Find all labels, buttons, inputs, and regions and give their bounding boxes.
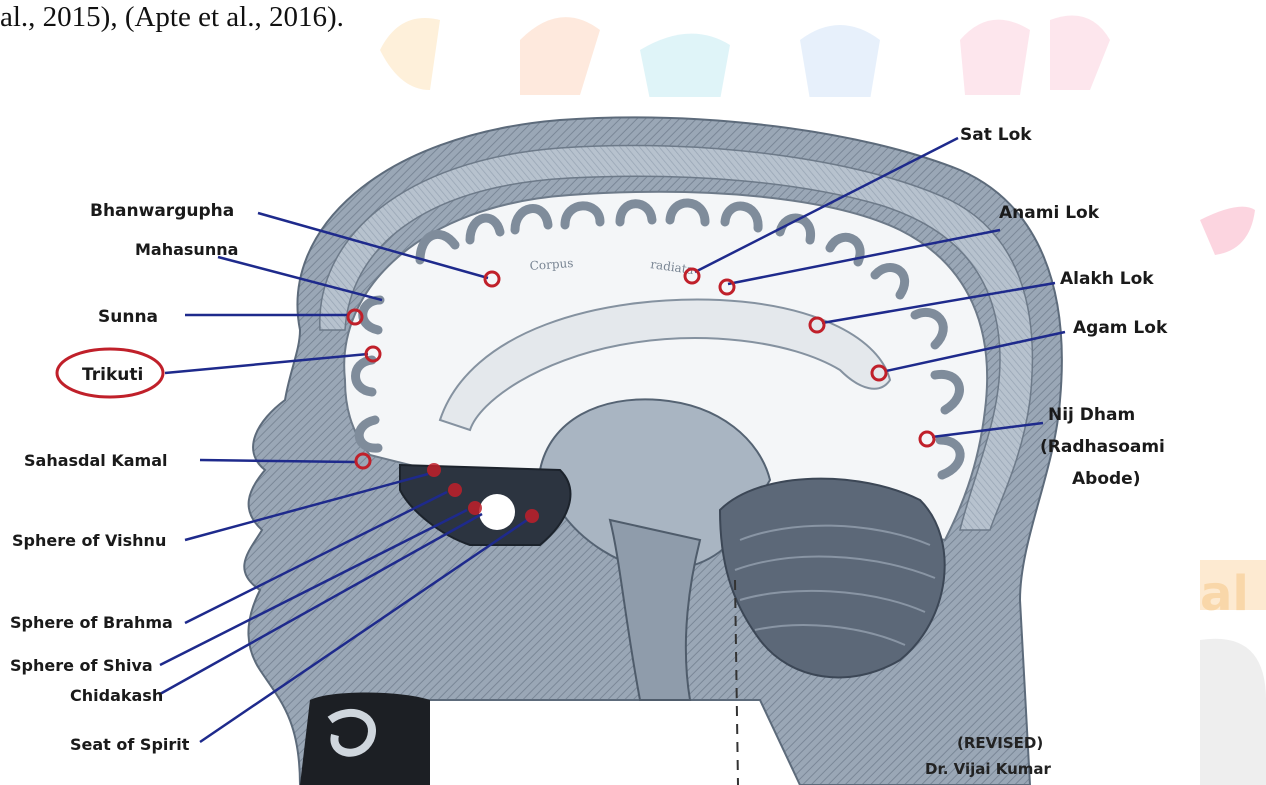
marker-shiva — [468, 501, 482, 515]
marker-seat-of-spirit — [525, 509, 539, 523]
credit-revised: (REVISED) — [957, 734, 1043, 752]
label-sahasdal-kamal: Sahasdal Kamal — [24, 451, 167, 470]
label-nij-dham-2: (Radhasoami — [1040, 437, 1165, 457]
label-mahasunna: Mahasunna — [135, 240, 238, 259]
label-sat-lok: Sat Lok — [960, 125, 1032, 145]
credit-author: Dr. Vijai Kumar — [925, 760, 1052, 778]
mouth-shadow — [300, 693, 430, 785]
label-sphere-shiva: Sphere of Shiva — [10, 656, 153, 675]
brain-diagram: Corpus radiata — [0, 95, 1266, 785]
label-sphere-vishnu: Sphere of Vishnu — [12, 531, 166, 550]
marker-brahma — [448, 483, 462, 497]
label-bhanwargupha: Bhanwargupha — [90, 201, 234, 221]
watermark-letters: al — [1200, 566, 1249, 622]
label-nij-dham-3: Abode) — [1072, 469, 1140, 489]
label-sunna: Sunna — [98, 307, 158, 327]
label-chidakash: Chidakash — [70, 686, 163, 705]
label-agam-lok: Agam Lok — [1073, 318, 1168, 338]
label-anami-lok: Anami Lok — [999, 203, 1100, 223]
label-nij-dham-1: Nij Dham — [1048, 405, 1135, 425]
seat-of-spirit-glow — [479, 494, 515, 530]
label-sphere-brahma: Sphere of Brahma — [10, 613, 173, 632]
marker-vishnu — [427, 463, 441, 477]
citation-text: al., 2015), (Apte et al., 2016). — [0, 0, 344, 34]
label-seat-of-spirit: Seat of Spirit — [70, 735, 190, 754]
label-trikuti: Trikuti — [82, 365, 143, 385]
label-alakh-lok: Alakh Lok — [1060, 269, 1154, 289]
